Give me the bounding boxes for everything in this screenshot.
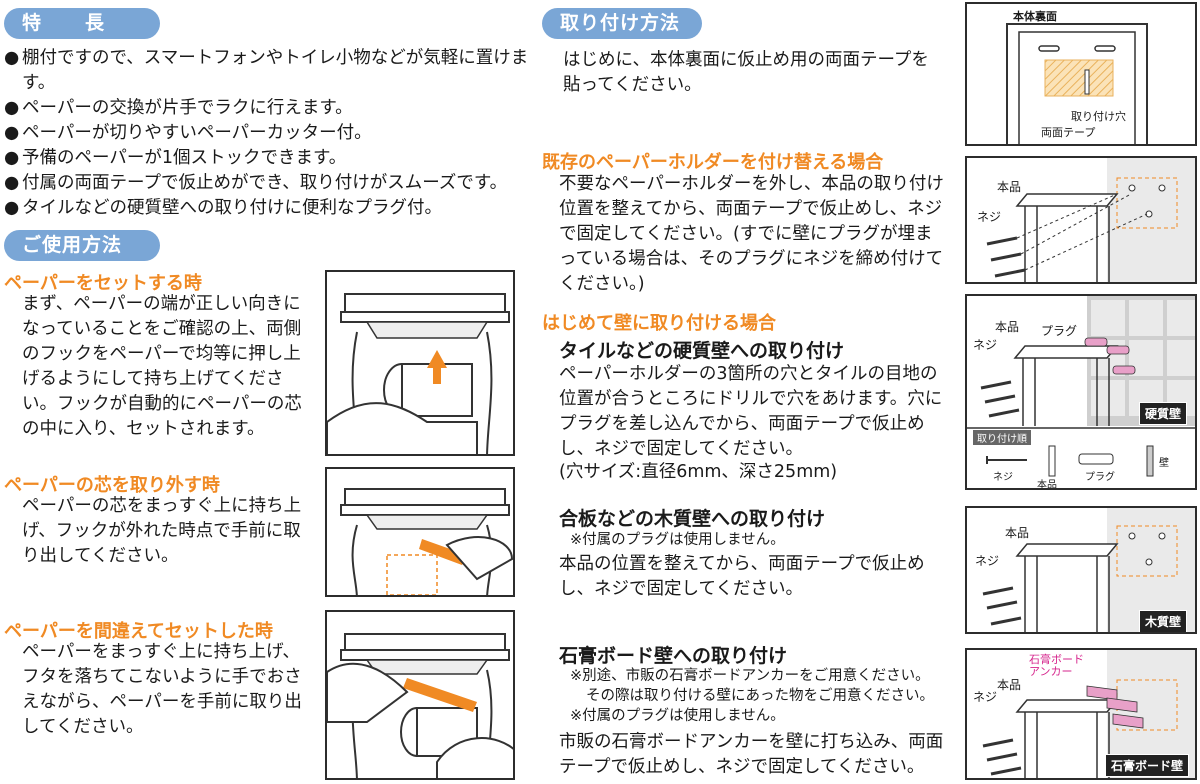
list-item: ●予備のペーパーが1個ストックできます。 [4, 146, 534, 171]
features-heading: 特長 [4, 8, 160, 39]
list-item: ●棚付ですので、スマートフォンやトイレ小物などが気軽に置けます。 [4, 46, 534, 96]
tile-hole-size: (穴サイズ:直径6mm、深さ25mm) [559, 462, 838, 482]
tape-label: 両面テープ [1041, 124, 1096, 140]
wrong-set-text: ペーパーをまっすぐ上に持ち上げ、フタを落ちてこないように手でおさえながら、ペーパ… [22, 642, 302, 737]
plug-label: プラグ [1041, 324, 1078, 338]
remove-core-text: ペーパーの芯をまっすぐ上に持ち上げ、フックが外れた時点で手前に取り出してください… [22, 496, 302, 566]
gypsum-note-2: その際は取り付ける壁にあった物をご用意ください。 [586, 688, 934, 704]
list-item: ●タイルなどの硬質壁への取り付けに便利なプラグ付。 [4, 196, 534, 221]
wrong-set-illustration [325, 610, 515, 780]
wood-heading: 合板などの木質壁への取り付け [559, 508, 826, 530]
bullet-icon: ● [4, 148, 20, 168]
features-list: ●棚付ですので、スマートフォンやトイレ小物などが気軽に置けます。 ●ペーパーの交… [4, 46, 534, 221]
hard-wall-tag: 硬質壁 [1139, 402, 1188, 425]
hard-wall-diagram: 本品 プラグ ネジ 硬質壁 取り付け順 ネジ 本品 プラグ 壁 [965, 294, 1197, 490]
tile-text: ペーパーホルダーの3箇所の穴とタイルの目地の位置が合うところにドリルで穴をあけま… [559, 364, 943, 459]
product-order-label: 本品 [1037, 480, 1057, 490]
gypsum-heading: 石膏ボード壁への取り付け [559, 645, 788, 667]
replace-text: 不要なペーパーホルダーを外し、本品の取り付け位置を整えてから、両面テープで仮止め… [559, 174, 944, 294]
screw-label: ネジ [975, 554, 1000, 568]
tile-heading: タイルなどの硬質壁への取り付け [559, 340, 845, 362]
install-intro: はじめに、本体裏面に仮止め用の両面テープを貼ってください。 [563, 50, 929, 95]
product-label: 本品 [995, 320, 1020, 334]
bullet-icon: ● [4, 48, 20, 68]
replace-heading: 既存のペーパーホルダーを付け替える場合 [542, 152, 884, 173]
wood-wall-diagram: 本品 ネジ 木質壁 [965, 506, 1197, 634]
back-side-label: 本体裏面 [1013, 10, 1057, 23]
gypsum-wall-tag: 石膏ボード壁 [1105, 754, 1190, 777]
wood-note: ※付属のプラグは使用しません。 [570, 532, 785, 548]
wrong-set-heading: ペーパーを間違えてセットした時 [4, 621, 273, 642]
replace-diagram: 本品 ネジ [965, 156, 1197, 284]
install-heading: 取り付け方法 [542, 8, 702, 39]
set-paper-illustration [325, 270, 515, 456]
list-item: ●ペーパーの交換が片手でラクに行えます。 [4, 96, 534, 121]
list-item: ●付属の両面テープで仮止めができ、取り付けがスムーズです。 [4, 171, 534, 196]
order-label: 取り付け順 [973, 430, 1031, 445]
remove-core-heading: ペーパーの芯を取り外す時 [4, 475, 220, 496]
bullet-icon: ● [4, 173, 20, 193]
plug-order-label: プラグ [1085, 472, 1115, 483]
wall-order-label: 壁 [1159, 458, 1169, 469]
screw-label: ネジ [973, 338, 998, 352]
gypsum-note-1: ※別途、市販の石膏ボードアンカーをご用意ください。 [570, 668, 930, 684]
gypsum-anchor-label: 石膏ボードアンカー [1029, 653, 1084, 678]
set-paper-text: まず、ペーパーの端が正しい向きになっていることをご確認の上、両側のフックをペーパ… [22, 294, 302, 439]
bullet-icon: ● [4, 98, 20, 118]
list-item: ●ペーパーが切りやすいペーパーカッター付。 [4, 121, 534, 146]
gypsum-wall-diagram: 石膏ボードアンカー 本品 ネジ 石膏ボード壁 [965, 648, 1197, 780]
product-label: 本品 [997, 180, 1022, 194]
bullet-icon: ● [4, 198, 20, 218]
set-paper-heading: ペーパーをセットする時 [4, 273, 202, 294]
hole-label: 取り付け穴 [1071, 108, 1126, 124]
features-title: 特長 [22, 12, 149, 34]
remove-core-illustration [325, 467, 515, 597]
gypsum-note-3: ※付属のプラグは使用しません。 [570, 708, 785, 724]
back-side-diagram: 本体裏面 取り付け穴 両面テープ [965, 2, 1197, 146]
screw-label: ネジ [973, 690, 998, 704]
screw-order-label: ネジ [993, 472, 1013, 483]
product-label: 本品 [1005, 526, 1030, 540]
screw-label: ネジ [977, 210, 1002, 224]
wood-text: 本品の位置を整えてから、両面テープで仮止めし、ネジで固定してください。 [559, 554, 925, 599]
bullet-icon: ● [4, 123, 20, 143]
gypsum-text: 市販の石膏ボードアンカーを壁に打ち込み、両面テープで仮止めし、ネジで固定してくだ… [559, 732, 944, 777]
wood-wall-tag: 木質壁 [1139, 610, 1188, 632]
usage-heading: ご使用方法 [4, 230, 160, 261]
product-label: 本品 [997, 678, 1022, 692]
first-install-heading: はじめて壁に取り付ける場合 [542, 313, 776, 334]
